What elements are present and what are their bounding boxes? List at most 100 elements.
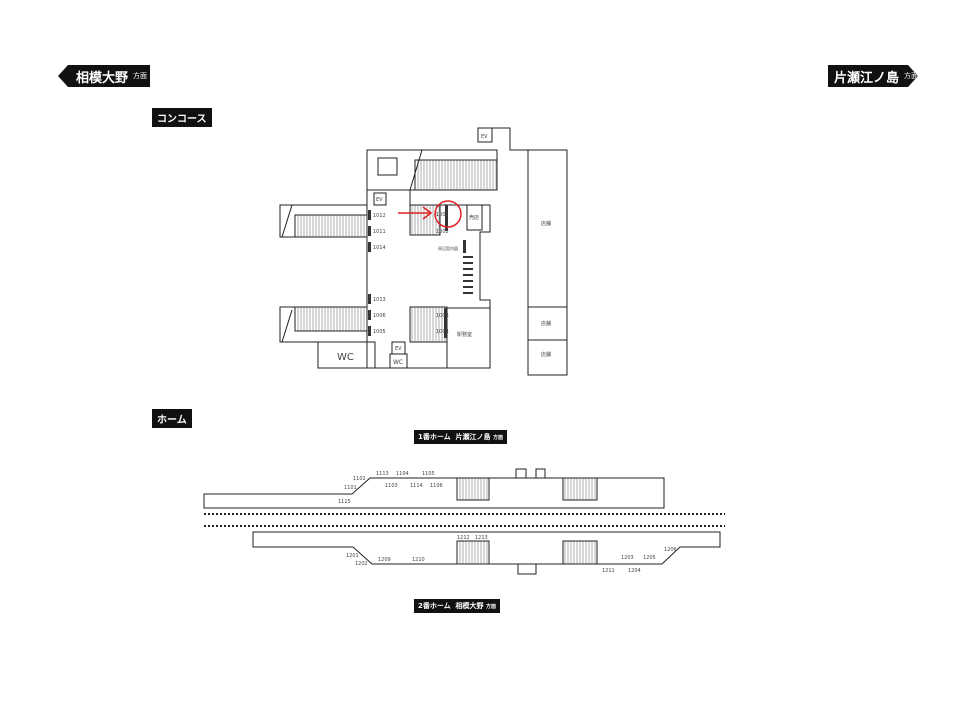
sign-code: 1213: [475, 535, 488, 541]
step: [463, 280, 473, 282]
step: [463, 256, 473, 258]
shop-box: [466, 204, 483, 231]
sign-code: 1011: [373, 229, 386, 235]
escalator-upper: [414, 159, 498, 191]
sign-marker: [444, 308, 447, 338]
sign-code: 1206: [664, 547, 677, 553]
stairs-p2-b: [562, 540, 598, 565]
elevator-mid: [373, 192, 387, 206]
sign-code: 1014: [373, 245, 386, 251]
escalator-edge: [409, 149, 423, 191]
sign-marker: [463, 240, 466, 253]
exit-box: [535, 468, 546, 479]
escalator-steps: [294, 306, 368, 332]
platform-map: [203, 468, 725, 575]
office-box: [446, 307, 491, 369]
platform-codes: 1102 1101 1115 1113 1104 1105 1103 1114 …: [338, 471, 677, 574]
sign-code: 1104: [396, 471, 409, 477]
sign-code: 1006: [373, 313, 386, 319]
sign-code: 1210: [412, 557, 425, 563]
step: [463, 292, 473, 294]
sign-code: 1114: [410, 483, 423, 489]
concourse-heading: コンコース: [152, 108, 212, 127]
direction-suffix: 方面: [904, 72, 918, 80]
stairs-lower: [409, 306, 448, 343]
store-label: 店舗: [541, 351, 551, 358]
sign-marker: [368, 294, 371, 304]
sign-marker: [368, 210, 371, 220]
platform-heading: ホーム: [152, 409, 192, 428]
stairs-p1-b: [562, 477, 598, 501]
area-map-label: 周辺案内図: [438, 245, 458, 251]
step: [463, 262, 473, 264]
ev-label: EV: [376, 197, 383, 203]
sign-code: 1002: [436, 229, 449, 235]
sign-code: 1115: [338, 499, 351, 505]
sign-marker: [368, 242, 371, 252]
ev-label: EV: [481, 134, 488, 140]
platform-name: 2番ホーム: [418, 602, 451, 610]
ev-label: EV: [395, 346, 402, 352]
arrow-head-icon: [422, 206, 433, 220]
elevator-p1: [515, 468, 527, 479]
sign-code: 1211: [602, 568, 615, 574]
platform-dest: 相模大野: [455, 602, 484, 610]
main-hall: [366, 190, 491, 369]
sign-marker: [445, 205, 448, 231]
platform-suffix: 方面: [485, 604, 496, 610]
wc-box: [317, 341, 376, 369]
escalator-steps: [294, 214, 368, 238]
sign-code-highlighted: 1001: [436, 212, 449, 218]
sign-code: 1105: [422, 471, 435, 477]
office-label: 駅務室: [457, 331, 472, 338]
sign-marker: [368, 310, 371, 320]
step: [463, 286, 473, 288]
store-label: 店舗: [541, 220, 551, 227]
sign-marker: [368, 226, 371, 236]
concourse-labels: EV EV EV WC WC 売店 店舗 店舗 店舗 駅務室 周辺案内図 101…: [337, 134, 551, 366]
elevator-p2: [517, 563, 537, 575]
store-column: [527, 149, 568, 376]
platform-2: [252, 531, 721, 565]
sign-code: 1101: [344, 485, 357, 491]
escalator-p2-a: [456, 540, 490, 565]
highlight-circle: [434, 200, 462, 228]
wc-label: WC: [393, 359, 403, 366]
corridor: [492, 127, 528, 151]
sign-code: 1005: [373, 329, 386, 335]
sign-code: 1203: [621, 555, 634, 561]
escalator-edge: [281, 309, 293, 343]
sign-code: 1201: [346, 553, 359, 559]
platform-name: 1番ホーム: [418, 433, 451, 441]
direction-katase-enoshima: 片瀬江ノ島 方面: [828, 65, 918, 87]
store-label: 店舗: [541, 320, 551, 327]
sign-code: 1212: [457, 535, 470, 541]
sign-code: 1004: [436, 329, 449, 335]
direction-name: 片瀬江ノ島: [834, 70, 900, 86]
elevator-top: [477, 127, 493, 143]
escalator-edge: [281, 204, 293, 238]
platform-dest: 片瀬江ノ島: [455, 433, 491, 441]
sign-code: 1205: [643, 555, 656, 561]
sign-code: 1013: [373, 297, 386, 303]
platform-1-label: 1番ホーム 片瀬江ノ島 方面: [414, 430, 507, 444]
sign-code: 1103: [385, 483, 398, 489]
wc-small-box: [389, 353, 408, 369]
highlight-marker: [398, 200, 462, 228]
sign-code: 1202: [355, 561, 368, 567]
sign-code: 1003: [436, 313, 449, 319]
sign-code: 1012: [373, 213, 386, 219]
sign-code: 1106: [430, 483, 443, 489]
sign-code: 1113: [376, 471, 389, 477]
direction-sagami-ono: 相模大野 方面: [58, 65, 150, 87]
direction-suffix: 方面: [133, 72, 148, 80]
sign-code: 1209: [378, 557, 391, 563]
sign-code: 1102: [353, 476, 366, 482]
pillar: [377, 157, 398, 176]
platform-suffix: 方面: [492, 435, 503, 441]
platform-1: [203, 477, 665, 509]
platform-2-label: 2番ホーム 相模大野 方面: [414, 599, 500, 613]
concourse-map: [279, 127, 568, 376]
direction-name: 相模大野: [76, 70, 129, 86]
